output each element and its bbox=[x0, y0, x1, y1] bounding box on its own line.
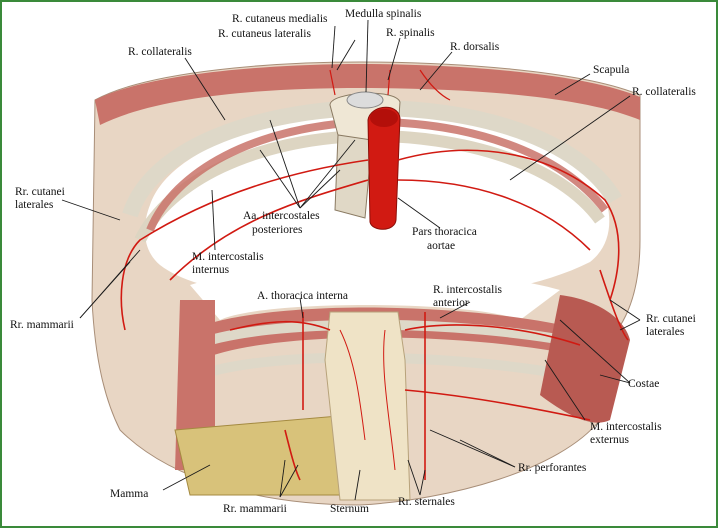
artery-path bbox=[169, 179, 369, 281]
label-rr-perforantes: Rr. perforantes bbox=[518, 462, 587, 474]
vertebral-body bbox=[334, 134, 373, 219]
labels: R. cutaneus medialis R. cutaneus lateral… bbox=[10, 8, 696, 515]
sternum-bone bbox=[324, 311, 411, 501]
external-intercostal-muscle bbox=[540, 295, 630, 423]
label-r-dorsalis: R. dorsalis bbox=[450, 41, 500, 53]
back-muscle bbox=[95, 64, 640, 125]
artery-path bbox=[339, 329, 396, 471]
aorta-opening bbox=[370, 109, 398, 127]
label-costae: Costae bbox=[628, 378, 659, 390]
artery-path bbox=[397, 179, 591, 251]
label-m-intercostalis-ext: M. intercostalis bbox=[590, 421, 662, 433]
label-r-spinalis: R. spinalis bbox=[386, 27, 435, 39]
artery-path bbox=[284, 429, 301, 481]
label-mamma: Mamma bbox=[110, 488, 148, 500]
leader-lines bbox=[61, 19, 641, 501]
artery-path bbox=[404, 324, 581, 346]
label-aa-intercostales: Aa. intercostales bbox=[243, 210, 320, 222]
label-internus: internus bbox=[192, 264, 230, 276]
artery-path bbox=[397, 149, 620, 301]
label-posteriores: posteriores bbox=[252, 224, 303, 236]
label-m-intercostalis-int: M. intercostalis bbox=[192, 251, 264, 263]
artery-path bbox=[599, 269, 629, 341]
label-anterior: anterior bbox=[433, 297, 469, 309]
label-rr-mammarii-bottom: Rr. mammarii bbox=[223, 503, 287, 515]
label-externus: externus bbox=[590, 434, 629, 446]
label-laterales-right: laterales bbox=[646, 326, 685, 338]
label-rr-cutanei-right: Rr. cutanei bbox=[646, 313, 696, 325]
spinal-cord bbox=[346, 91, 384, 109]
label-a-thoracica-interna: A. thoracica interna bbox=[257, 290, 348, 302]
label-medulla-spinalis: Medulla spinalis bbox=[345, 8, 422, 20]
label-scapula: Scapula bbox=[593, 64, 629, 76]
label-pars-thoracica: Pars thoracica bbox=[412, 226, 477, 238]
label-laterales-left: laterales bbox=[15, 199, 54, 211]
label-rr-mammarii-left: Rr. mammarii bbox=[10, 319, 74, 331]
aorta bbox=[367, 106, 401, 230]
label-r-cutaneus-medialis: R. cutaneus medialis bbox=[232, 13, 328, 25]
artery-path bbox=[120, 159, 369, 331]
arteries bbox=[120, 69, 629, 481]
artery-path bbox=[404, 389, 591, 421]
thoracic-cavity-lower bbox=[190, 268, 560, 320]
label-r-cutaneus-lateralis: R. cutaneus lateralis bbox=[218, 28, 311, 40]
label-rr-cutanei-left: Rr. cutanei bbox=[15, 186, 65, 198]
label-r-intercostalis: R. intercostalis bbox=[433, 284, 503, 296]
label-r-collateralis-left: R. collateralis bbox=[128, 46, 192, 58]
artery-path bbox=[229, 320, 331, 331]
thorax-ring bbox=[91, 61, 641, 506]
label-aortae: aortae bbox=[427, 240, 455, 252]
label-sternum: Sternum bbox=[330, 503, 369, 515]
label-r-collateralis-right: R. collateralis bbox=[632, 86, 696, 98]
label-rr-sternales: Rr. sternales bbox=[398, 496, 455, 508]
